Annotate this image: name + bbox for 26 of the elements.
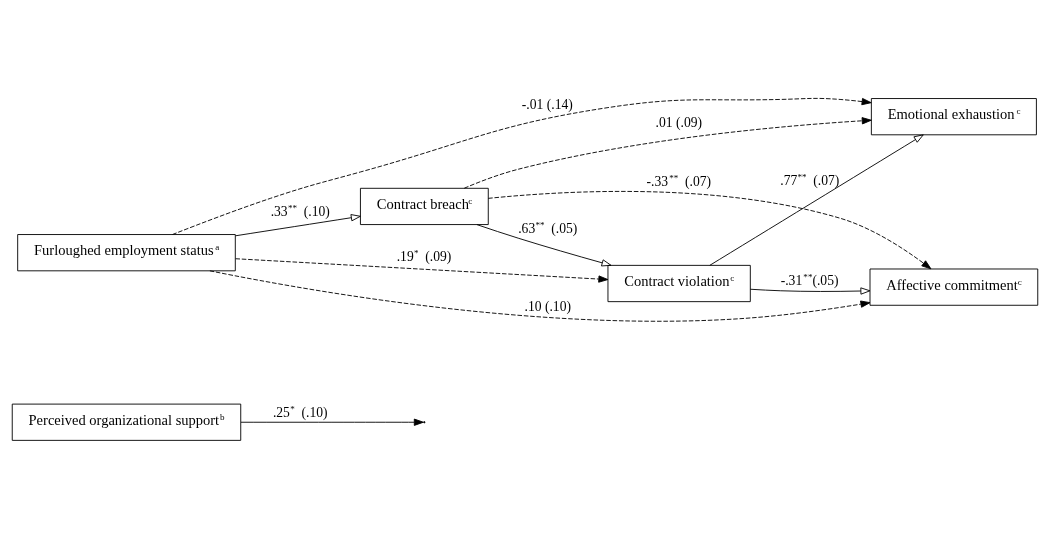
edge-label: .33$^{**}$ (.10) <box>270 202 330 219</box>
edge-label: .01 (.09) <box>655 114 703 130</box>
arrow <box>209 269 871 322</box>
edge-label: -.33$^{**}$ (.07) <box>646 172 712 189</box>
edge-label: .63$^{**}$ (.05) <box>518 219 578 236</box>
node-box: Perceived organizational support$^{b}$ <box>11 403 242 441</box>
node-box: Contract breach$^{c}$ <box>359 187 489 225</box>
arrow <box>476 223 612 266</box>
edge-label: .77$^{**}$ (.07) <box>780 171 840 188</box>
arrow <box>235 213 361 236</box>
edge-label: .19$^{*}$ (.09) <box>396 247 452 264</box>
arrow <box>487 190 932 269</box>
arrow <box>235 257 609 283</box>
arrow <box>463 116 872 189</box>
arrow <box>172 97 872 235</box>
edge-label: -.01 (.14) <box>521 96 573 112</box>
edge-label: .25$^{*}$ (.10) <box>272 403 328 420</box>
arrow <box>240 418 424 426</box>
node-box: Affective commitment$^{c}$ <box>869 268 1039 306</box>
arrow <box>749 286 871 295</box>
edge-label: .10 (.10) <box>524 298 571 314</box>
node-box: Contract violation$^{c}$ <box>607 264 751 302</box>
arrow <box>709 133 924 266</box>
edge-label: -.31$^{**}$(.05) <box>780 271 839 288</box>
node-box: Furloughed employment status$^{a}$ <box>17 233 236 271</box>
node-box: Emotional exhaustion$^{c}$ <box>870 97 1037 135</box>
